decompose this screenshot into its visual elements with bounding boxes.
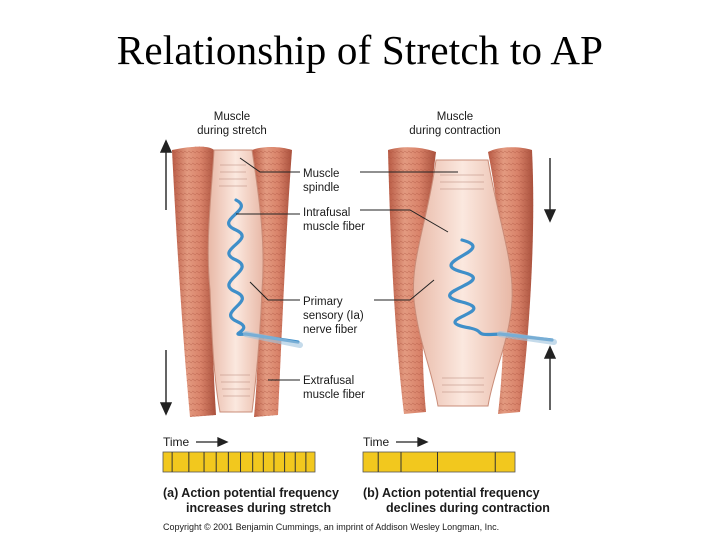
right-panel-contraction: [388, 147, 557, 414]
left-muscle-spindle: [207, 149, 264, 413]
trace-left-time-label: Time: [163, 435, 190, 449]
trace-right-time-label: Time: [363, 435, 390, 449]
callout-intrafusal-line1: Intrafusal: [303, 207, 350, 219]
left-stretch-arrows: [159, 139, 173, 416]
caption-a-line1: (a) Action potential frequency: [163, 486, 339, 500]
left-panel-title-line1: Muscle: [214, 111, 250, 123]
left-nerve-coil: [227, 198, 300, 344]
trace-left: Time: [162, 435, 316, 473]
callout-extrafusal-line2: muscle fiber: [303, 389, 365, 401]
left-panel-title-line2: during stretch: [197, 125, 267, 137]
left-panel-stretch: [159, 139, 303, 417]
callout-primary-line3: nerve fiber: [303, 324, 358, 336]
callout-extrafusal-line1: Extrafusal: [303, 375, 354, 387]
callout-spindle-line1: Muscle: [303, 168, 339, 180]
trace-right: Time: [362, 435, 516, 473]
trace-left-bar: [162, 451, 316, 473]
right-panel-title-line1: Muscle: [437, 111, 473, 123]
slide-title: Relationship of Stretch to AP: [116, 27, 604, 73]
right-contraction-arrows: [543, 158, 557, 410]
trace-right-bar: [362, 451, 516, 473]
caption-a-line2: increases during stretch: [186, 501, 331, 515]
callout-spindle-line2: spindle: [303, 182, 339, 194]
right-nerve-coil: [448, 238, 554, 342]
copyright-text: Copyright © 2001 Benjamin Cummings, an i…: [163, 522, 499, 532]
callout-primary-line2: sensory (Ia): [303, 310, 364, 322]
trace-left-ticks: [171, 452, 307, 472]
caption-b-line1: (b) Action potential frequency: [363, 486, 540, 500]
right-panel-title-line2: during contraction: [409, 125, 500, 137]
right-muscle-spindle: [412, 159, 513, 407]
callout-primary-line1: Primary: [303, 296, 343, 308]
trace-right-ticks: [377, 452, 496, 472]
caption-b-line2: declines during contraction: [386, 501, 550, 515]
callout-leaders: [236, 157, 458, 381]
callout-intrafusal-line2: muscle fiber: [303, 221, 365, 233]
